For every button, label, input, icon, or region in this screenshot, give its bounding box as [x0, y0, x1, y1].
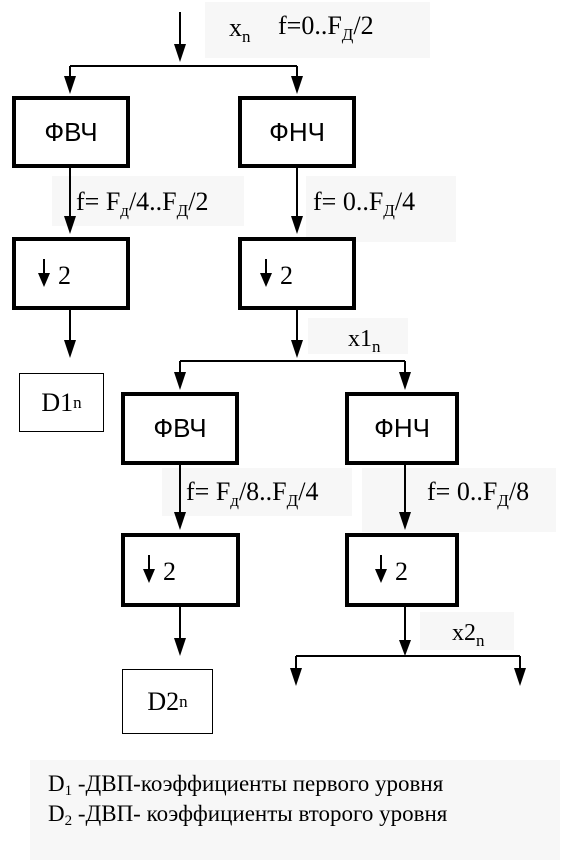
label-bg-l2-hpf — [162, 468, 352, 516]
approximation-level2-label: x2n — [452, 620, 485, 650]
level1-hpf-decimator: 2 — [12, 237, 130, 310]
level2-highpass-filter: ФВЧ — [121, 392, 239, 465]
input-signal-label: xn — [229, 13, 251, 46]
label-bg-l1-hpf — [52, 176, 244, 226]
down-arrow-icon — [141, 553, 157, 590]
level2-hpf-band-label: f= Fд/8..FД/4 — [186, 477, 319, 510]
level1-hpf-band-label: f= Fд/4..FД/2 — [76, 187, 209, 220]
level1-lowpass-filter: ФНЧ — [238, 96, 356, 168]
down-arrow-icon — [373, 553, 389, 590]
level2-lowpass-filter: ФНЧ — [345, 392, 459, 465]
level1-lpf-band-label: f= 0..FД/4 — [313, 187, 416, 220]
label-bg-x1 — [308, 318, 408, 354]
legend-line-2: D2 -ДВП- коэффициенты второго уровня — [48, 801, 448, 829]
input-band-label: f=0..FД/2 — [278, 11, 374, 44]
legend-line-1: D1 -ДВП-коэффициенты первого уровня — [48, 771, 444, 799]
level2-lpf-decimator: 2 — [345, 533, 459, 607]
down-arrow-icon — [258, 257, 274, 294]
label-bg-input — [205, 2, 430, 58]
label-bg-l2-lpf — [362, 468, 556, 532]
approximation-level1-label: x1n — [348, 326, 381, 356]
level1-lpf-decimator: 2 — [238, 237, 356, 310]
label-bg-x2 — [420, 612, 514, 650]
level1-highpass-filter: ФВЧ — [12, 96, 130, 168]
label-bg-l1-lpf — [306, 176, 456, 242]
label-bg-legend — [30, 760, 560, 860]
level2-lpf-band-label: f= 0..FД/8 — [427, 477, 530, 510]
level2-hpf-decimator: 2 — [121, 533, 240, 607]
down-arrow-icon — [36, 257, 52, 294]
